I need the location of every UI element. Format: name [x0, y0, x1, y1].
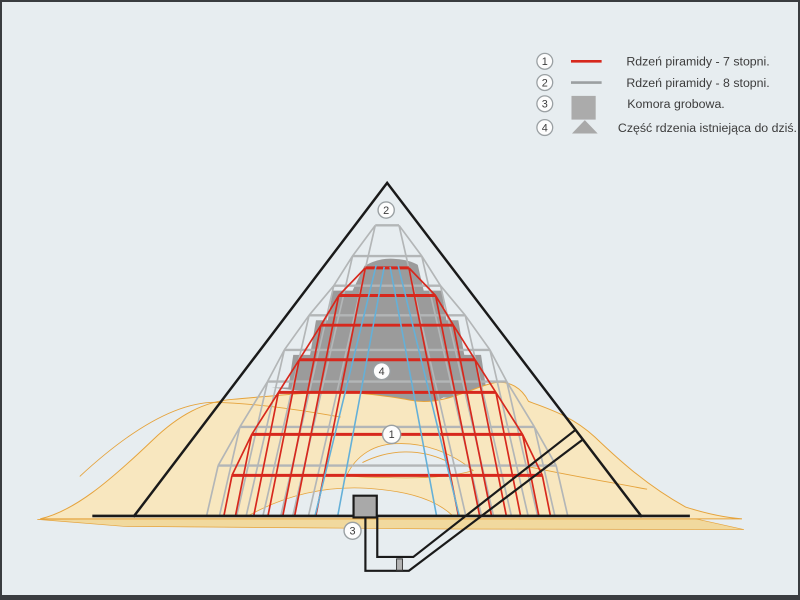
callout-circle	[381, 424, 402, 445]
callout-4: 4	[372, 361, 391, 381]
legend-label: Komora grobowa.	[627, 97, 724, 111]
legend-item-remaining-core: 4 Część rdzenia istniejąca do dziś.	[536, 118, 797, 137]
mound-holes	[248, 443, 474, 516]
legend-badge-number: 1	[542, 56, 548, 68]
mound-curves	[79, 401, 648, 490]
callouts-layer: 2 4 1 3	[343, 201, 402, 540]
legend-badge	[536, 52, 554, 70]
legend-badge	[536, 95, 554, 113]
callout-number: 1	[389, 429, 395, 441]
mound-edge-curve	[518, 464, 648, 490]
mound-edge-curve	[79, 401, 341, 477]
callout-3: 3	[343, 521, 362, 540]
callout-number: 4	[379, 366, 385, 378]
legend-badge	[536, 74, 554, 92]
gray-square-icon	[571, 95, 596, 120]
passage-inner-wall	[376, 429, 577, 559]
legend: 1 Rdzeń piramidy - 7 stopni. 2 Rdzeń pir…	[536, 52, 797, 137]
core-remnant-mass-layer	[271, 258, 503, 412]
callout-number: 3	[350, 526, 356, 538]
burial-chamber	[352, 494, 378, 519]
legend-badge	[536, 118, 554, 137]
remnant-core-mass	[271, 258, 503, 412]
callout-2: 2	[377, 201, 395, 219]
callout-circle	[343, 521, 362, 540]
callout-circle	[372, 361, 391, 381]
gray-triangle-icon	[571, 120, 598, 134]
core-step-tops	[231, 266, 543, 477]
outer-pyramid-outline	[132, 180, 643, 518]
legend-label: Rdzeń piramidy - 8 stopni.	[626, 76, 769, 90]
legend-badge-number: 2	[542, 77, 548, 89]
casing-line	[314, 264, 461, 517]
casing-lines	[314, 264, 461, 517]
core-7-step-outline	[223, 266, 552, 517]
legend-item-core-8-steps: 2 Rdzeń piramidy - 8 stopni.	[536, 74, 770, 92]
callout-circle	[377, 201, 395, 219]
mound-hole	[346, 443, 474, 479]
passage-plug-block	[396, 558, 403, 571]
callout-number: 2	[383, 205, 389, 217]
legend-label: Część rdzenia istniejąca do dziś.	[618, 121, 797, 135]
passage-outer-wall	[364, 438, 584, 572]
callout-1: 1	[381, 424, 402, 445]
debris-mound-layer	[40, 381, 743, 520]
legend-badge-number: 4	[542, 122, 548, 134]
legend-item-core-7-steps: 1 Rdzeń piramidy - 7 stopni.	[536, 52, 770, 70]
legend-label: Rdzeń piramidy - 7 stopni.	[626, 55, 769, 69]
structure-black-lines	[92, 180, 690, 572]
legend-item-burial-chamber: 3 Komora grobowa.	[536, 95, 725, 120]
mound-edge-curve	[362, 451, 446, 463]
legend-badge-number: 3	[542, 99, 548, 111]
